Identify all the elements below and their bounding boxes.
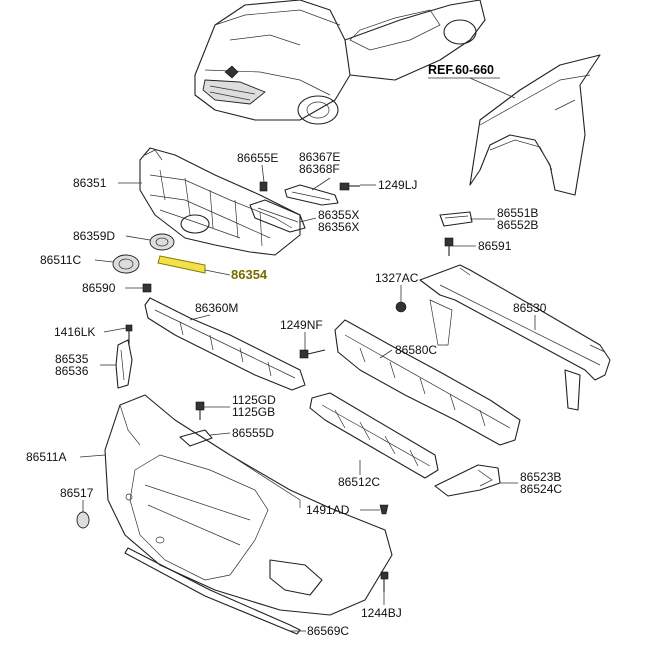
energy-absorber bbox=[334, 319, 521, 446]
label-86511C: 86511C bbox=[40, 253, 81, 267]
label-1491AD: 1491AD bbox=[306, 503, 350, 517]
label-1244BJ: 1244BJ bbox=[361, 606, 402, 620]
label-86368F: 86368F bbox=[299, 162, 340, 176]
label-86517: 86517 bbox=[60, 486, 94, 500]
label-1125GB: 1125GB bbox=[232, 405, 275, 419]
clip-86655E bbox=[259, 181, 268, 192]
label-1327AC: 1327AC bbox=[375, 271, 419, 285]
molding-86354-highlighted bbox=[157, 255, 206, 274]
cap-86517 bbox=[76, 511, 90, 529]
bracket-86367E bbox=[284, 184, 339, 206]
bracket-86355X bbox=[249, 199, 306, 233]
label-86569C: 86569C bbox=[307, 624, 349, 638]
label-1249NF: 1249NF bbox=[280, 318, 323, 332]
emblem-86511C bbox=[112, 254, 140, 274]
lower-grille bbox=[309, 392, 439, 479]
label-1416LK: 1416LK bbox=[54, 325, 95, 339]
bolt-1416LK bbox=[125, 324, 133, 345]
label-86591: 86591 bbox=[478, 239, 512, 253]
label-86356X: 86356X bbox=[318, 220, 359, 234]
bumper-upper-bracket bbox=[144, 297, 306, 391]
label-86536: 86536 bbox=[55, 364, 89, 378]
label-86524C: 86524C bbox=[520, 482, 562, 496]
label-1249LJ: 1249LJ bbox=[378, 178, 417, 192]
clip-1491AD bbox=[379, 504, 389, 515]
label-1125GD: 1125GD bbox=[232, 393, 276, 407]
label-86360M: 86360M bbox=[195, 301, 238, 315]
emblem-86359D bbox=[149, 233, 175, 251]
bolt-86591 bbox=[444, 237, 454, 256]
label-86552B: 86552B bbox=[497, 218, 538, 232]
label-86512C: 86512C bbox=[338, 475, 380, 489]
ref-label: REF.60-660 bbox=[428, 63, 494, 77]
leader-lines bbox=[79, 164, 536, 632]
bolt-1125GD bbox=[195, 401, 205, 420]
label-86359D: 86359D bbox=[73, 229, 115, 243]
label-86535: 86535 bbox=[55, 352, 89, 366]
label-86367E: 86367E bbox=[299, 150, 340, 164]
label-86351: 86351 bbox=[73, 176, 107, 190]
bolt-1249NF bbox=[299, 349, 326, 359]
front-bumper-cover bbox=[104, 394, 393, 616]
label-86655E: 86655E bbox=[237, 151, 278, 165]
label-86551B: 86551B bbox=[497, 206, 538, 220]
side-bracket-86535 bbox=[115, 339, 133, 389]
fender-illustration bbox=[469, 54, 601, 196]
nut-1327AC bbox=[395, 301, 407, 313]
clip-86590 bbox=[142, 283, 152, 293]
radiator-grille bbox=[139, 147, 301, 256]
bolt-1249LJ bbox=[339, 182, 360, 191]
screw-1244BJ bbox=[380, 571, 389, 592]
lower-molding-86569C bbox=[124, 547, 301, 635]
fog-lamp-cover bbox=[434, 464, 501, 497]
bumper-beam bbox=[419, 264, 611, 411]
label-86523B: 86523B bbox=[520, 470, 561, 484]
label-86354: 86354 bbox=[231, 267, 268, 282]
label-86555D: 86555D bbox=[232, 426, 274, 440]
label-86511A: 86511A bbox=[26, 450, 66, 464]
bracket-86555D bbox=[179, 429, 213, 447]
label-86580C: 86580C bbox=[395, 343, 437, 357]
label-86590: 86590 bbox=[82, 281, 116, 295]
label-86355X: 86355X bbox=[318, 208, 359, 222]
part-labels: 86655E 86367E 86368F 1249LJ 86351 86355X… bbox=[26, 150, 562, 638]
car-illustration bbox=[194, 0, 486, 125]
fender-bracket bbox=[439, 211, 473, 227]
label-86530: 86530 bbox=[513, 301, 547, 315]
